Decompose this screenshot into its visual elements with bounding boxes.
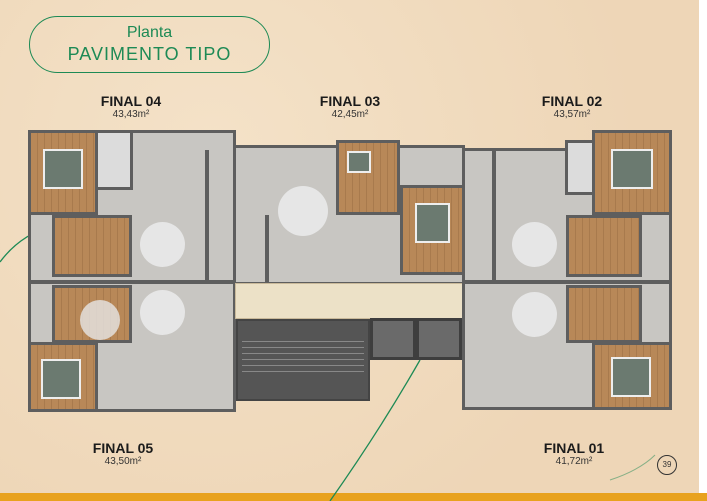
wall — [28, 280, 236, 284]
unit-area: 42,45m² — [331, 109, 369, 120]
wall — [265, 215, 269, 283]
bedroom — [566, 215, 642, 277]
bathroom — [95, 130, 133, 190]
bathroom — [565, 140, 595, 195]
bedroom-final-04 — [28, 130, 98, 215]
unit-area: 43,50m² — [104, 456, 142, 467]
unit-name: FINAL 02 — [541, 93, 603, 109]
unit-name: FINAL 04 — [100, 93, 162, 109]
rug — [512, 222, 557, 267]
right-margin — [699, 0, 707, 493]
title-line1: Planta — [126, 24, 173, 41]
bedroom-final-02 — [592, 130, 672, 215]
wall — [492, 150, 496, 280]
rug — [80, 300, 120, 340]
corridor — [235, 283, 463, 319]
bottom-bar — [0, 493, 707, 501]
bedroom-final-01 — [592, 342, 672, 410]
unit-area: 43,57m² — [553, 109, 591, 120]
wall — [462, 280, 672, 284]
unit-area: 41,72m² — [555, 456, 593, 467]
unit-name: FINAL 03 — [319, 93, 381, 109]
rug — [140, 290, 185, 335]
unit-name: FINAL 01 — [543, 440, 605, 456]
bedroom — [52, 215, 132, 277]
title-badge: Planta PAVIMENTO TIPO — [29, 16, 270, 73]
bedroom — [336, 140, 400, 215]
rug — [278, 186, 328, 236]
unit-name: FINAL 05 — [92, 440, 154, 456]
elevator-1 — [370, 318, 416, 360]
unit-area: 43,43m² — [112, 109, 150, 120]
bedroom — [566, 285, 642, 343]
rug — [140, 222, 185, 267]
bedroom-final-05 — [28, 342, 98, 412]
bedroom — [400, 185, 465, 275]
title-line2: PAVIMENTO TIPO — [67, 44, 232, 64]
elevator-2 — [416, 318, 462, 360]
rug — [512, 292, 557, 337]
page-number: 39 — [657, 455, 677, 475]
staircase — [236, 319, 370, 401]
wall — [205, 150, 209, 280]
